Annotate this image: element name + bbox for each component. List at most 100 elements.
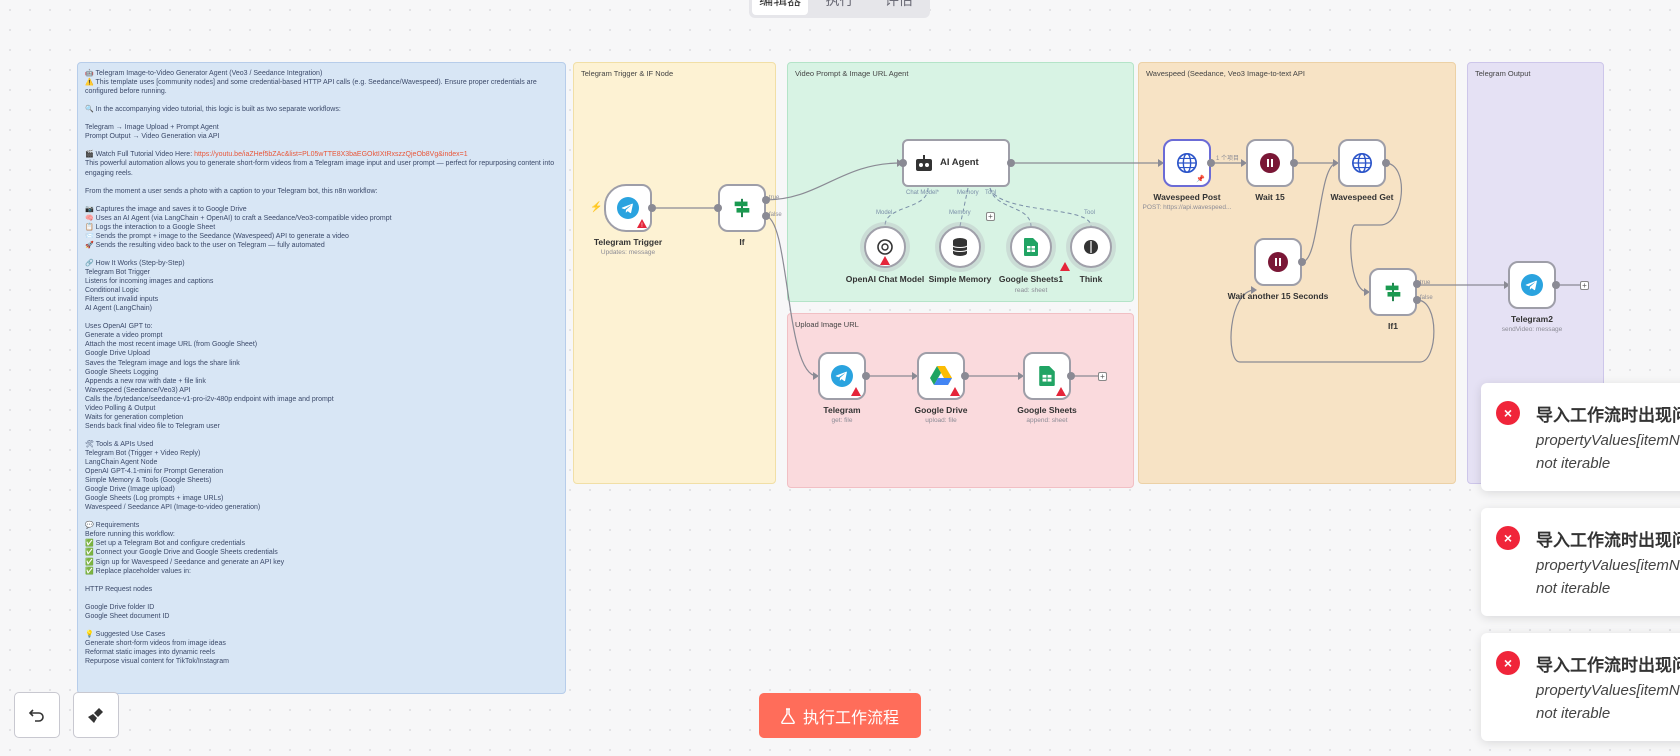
globe-icon: [1351, 152, 1373, 174]
google-sheets-icon: [1039, 366, 1055, 386]
output-port-true[interactable]: [762, 196, 770, 204]
pin-icon: 📌: [1196, 175, 1205, 183]
node-box[interactable]: [1010, 226, 1052, 268]
undo-button[interactable]: [14, 692, 60, 738]
input-port[interactable]: [714, 204, 722, 212]
output-port[interactable]: [1067, 372, 1075, 380]
if1-false-label: false: [1420, 295, 1433, 301]
database-icon: [951, 237, 969, 257]
output-port-true[interactable]: [1413, 280, 1421, 288]
node-subtitle: Updates: message: [564, 249, 692, 256]
output-port[interactable]: [1552, 281, 1560, 289]
toast-title: 导入工作流时出现问题: [1536, 651, 1680, 676]
node-label: Google Sheets: [983, 405, 1111, 415]
node-label: Think: [1030, 274, 1152, 284]
port-label: Memory: [949, 210, 971, 216]
output-port[interactable]: [648, 204, 656, 212]
output-port-false[interactable]: [762, 212, 770, 220]
error-toast: × 导入工作流时出现问题 propertyValues[itemName] is…: [1481, 383, 1680, 491]
node-box[interactable]: [939, 226, 981, 268]
node-box[interactable]: [1508, 261, 1556, 309]
end-plus-telegram2[interactable]: +: [1580, 281, 1589, 290]
view-tabs: 编辑器 执行 评估: [749, 0, 930, 18]
sticky-title: Upload Image URL: [795, 320, 859, 329]
node-label: If1: [1329, 321, 1457, 331]
sticky-title: Telegram Trigger & IF Node: [581, 69, 673, 78]
telegram-icon: [1521, 274, 1543, 296]
telegram-icon: [831, 365, 853, 387]
error-toast: × 导入工作流时出现问题 propertyValues[itemName] is…: [1481, 508, 1680, 616]
warning-icon: [1056, 387, 1066, 396]
input-port[interactable]: [899, 159, 907, 167]
output-port[interactable]: [1290, 159, 1298, 167]
node-box[interactable]: [1369, 268, 1417, 316]
brain-icon: [1082, 238, 1100, 256]
node-box[interactable]: [917, 352, 965, 400]
output-port[interactable]: [1382, 159, 1390, 167]
pause-icon: [1260, 153, 1280, 173]
warning-icon: [1060, 262, 1070, 271]
node-label: AI Agent: [940, 157, 979, 168]
toast-title: 导入工作流时出现问题: [1536, 401, 1680, 426]
output-port-false[interactable]: [1413, 296, 1421, 304]
node-label: Telegram Trigger: [564, 237, 692, 247]
tab-executions[interactable]: 执行: [811, 0, 867, 15]
node-box[interactable]: [1070, 226, 1112, 268]
node-label: If: [678, 237, 806, 247]
signpost-icon: [1382, 281, 1404, 303]
agent-chatmodel-label: Chat Model*: [906, 190, 939, 196]
pause-icon: [1268, 252, 1288, 272]
node-box[interactable]: [1254, 238, 1302, 286]
output-port[interactable]: [862, 372, 870, 380]
node-box[interactable]: !: [604, 184, 652, 232]
tab-evaluations[interactable]: 评估: [871, 0, 927, 15]
agent-memory-label: Memory: [957, 190, 979, 196]
error-icon: ×: [1496, 401, 1520, 425]
error-icon: ×: [1496, 651, 1520, 675]
node-subtitle: POST: https://api.wavespeed...: [1123, 204, 1251, 211]
wavespeed-items-label: 1 个项目: [1216, 153, 1239, 162]
node-box[interactable]: [818, 352, 866, 400]
tidy-up-button[interactable]: [73, 692, 119, 738]
node-subtitle: append: sheet: [983, 417, 1111, 424]
node-box[interactable]: [1246, 139, 1294, 187]
output-port[interactable]: [1007, 159, 1015, 167]
openai-icon: [875, 237, 895, 257]
node-box[interactable]: [1338, 139, 1386, 187]
toast-message: propertyValues[itemName] is not iterable: [1536, 679, 1680, 725]
if-true-label: true: [769, 195, 779, 201]
sticky-notes-description[interactable]: 🤖 Telegram Image-to-Video Generator Agen…: [77, 62, 566, 694]
tab-editor[interactable]: 编辑器: [752, 0, 808, 15]
warning-icon: [851, 387, 861, 396]
node-label: Telegram2: [1468, 314, 1596, 324]
output-port[interactable]: [1207, 159, 1215, 167]
node-ai-agent[interactable]: AI Agent: [902, 139, 1010, 187]
undo-icon: [28, 706, 46, 724]
error-icon: ×: [1496, 526, 1520, 550]
sticky-upload-group[interactable]: Upload Image URL: [787, 313, 1134, 488]
telegram-icon: [617, 197, 639, 219]
node-subtitle: read: sheet: [970, 287, 1092, 294]
end-plus-sheets[interactable]: +: [1098, 372, 1107, 381]
execute-workflow-label: 执行工作流程: [803, 704, 899, 728]
sticky-trigger-group[interactable]: Telegram Trigger & IF Node: [573, 62, 776, 484]
port-label: Model: [876, 210, 892, 216]
execute-workflow-button[interactable]: 执行工作流程: [759, 693, 921, 738]
signpost-icon: [731, 197, 753, 219]
node-box[interactable]: [1023, 352, 1071, 400]
sticky-title: Telegram Output: [1475, 69, 1530, 78]
tutorial-link[interactable]: https://youtu.be/iaZHef5bZAc&list=PL05wT…: [194, 151, 468, 158]
warning-icon: !: [637, 219, 647, 228]
warning-icon: [880, 256, 890, 265]
flask-icon: [781, 708, 795, 724]
node-box[interactable]: [718, 184, 766, 232]
toast-title: 导入工作流时出现问题: [1536, 526, 1680, 551]
output-port[interactable]: [961, 372, 969, 380]
if1-true-label: true: [1420, 280, 1430, 286]
output-port[interactable]: [1298, 258, 1306, 266]
agent-tool-label: Tool: [985, 190, 996, 196]
notes-text: 🤖 Telegram Image-to-Video Generator Agen…: [85, 69, 559, 666]
agent-tool-plus[interactable]: +: [986, 212, 995, 221]
toast-message: propertyValues[itemName] is not iterable: [1536, 554, 1680, 600]
node-box[interactable]: 📌: [1163, 139, 1211, 187]
